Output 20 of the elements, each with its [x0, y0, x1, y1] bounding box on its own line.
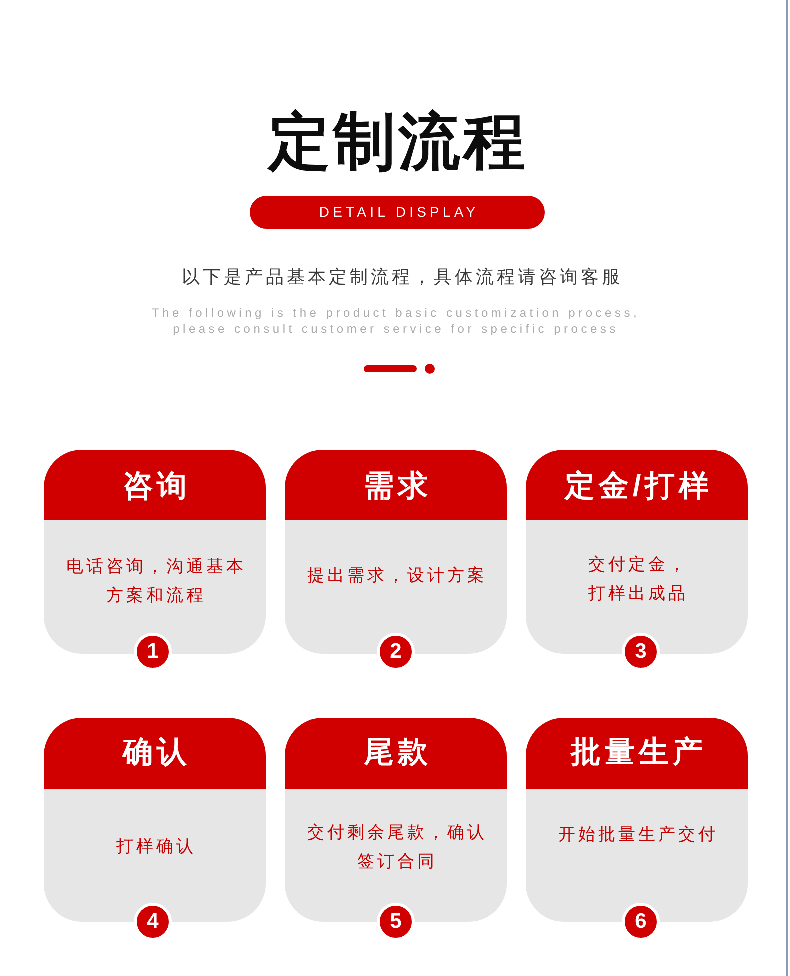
step-description: 电话咨询，沟通基本方案和流程 [66, 556, 248, 606]
step-title: 批量生产 [569, 738, 707, 768]
step-title: 确认 [121, 738, 191, 768]
number-badge: 3 [622, 633, 660, 671]
step-title: 需求 [363, 472, 432, 502]
english-subtitle: The following is the product basic customization process, please consult customer service for specific process [150, 305, 642, 337]
step-description: 开始批量生产交付 [558, 824, 718, 846]
number-badge: 2 [377, 633, 415, 671]
step-title: 定金/打样 [564, 472, 714, 502]
number-badge: 5 [377, 903, 415, 941]
pill-banner: DETAIL DISPLAY [250, 196, 545, 229]
step-title: 咨询 [122, 472, 191, 502]
number-badge: 4 [134, 903, 172, 941]
step-description: 交付定金，打样出成品 [588, 554, 690, 604]
subtitle: 以下是产品基本定制流程，具体流程请咨询客服 [181, 266, 623, 288]
step-description: 交付剩余尾款，确认签订合同 [306, 822, 488, 872]
number-badge: 1 [134, 633, 172, 671]
step-description: 提出需求，设计方案 [306, 564, 488, 586]
step-title: 尾款 [362, 738, 432, 768]
step-description: 打样确认 [116, 836, 196, 858]
